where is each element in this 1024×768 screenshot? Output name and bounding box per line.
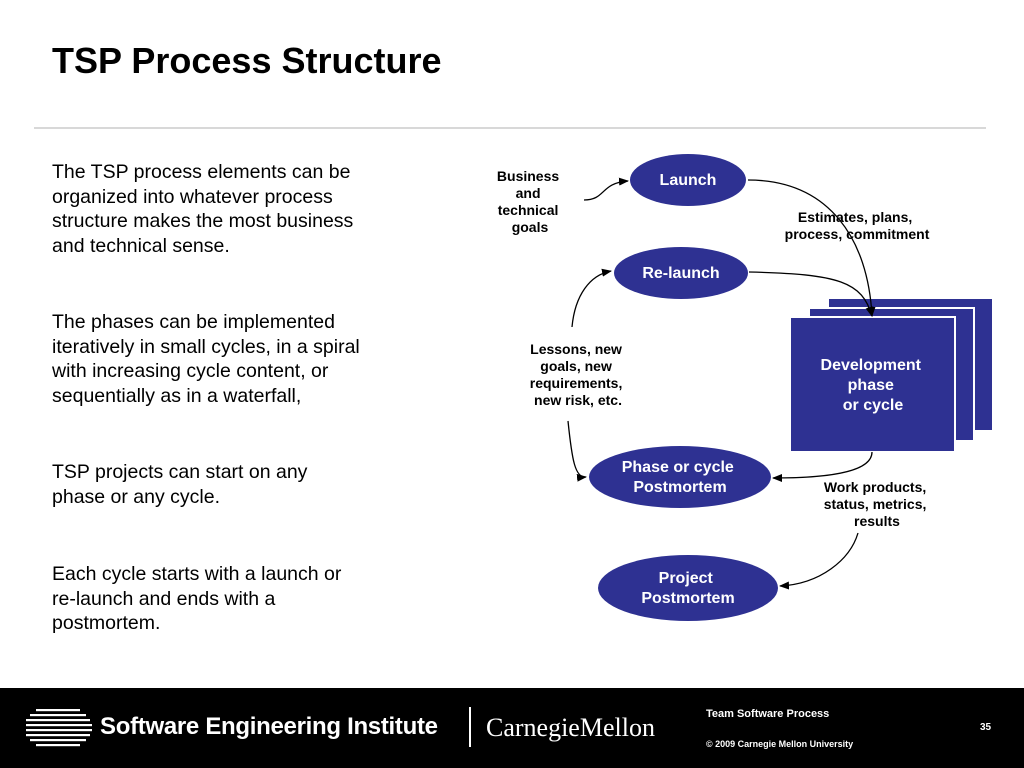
institute-name: Software Engineering Institute: [100, 713, 438, 740]
lessons-text: Lessons, new goals, new requirements, ne…: [530, 341, 626, 408]
page-number: 35: [980, 722, 992, 733]
relaunch-label: Re-launch: [642, 265, 719, 282]
footer-bar: [0, 688, 1024, 768]
project-postmortem-label-line2: Postmortem: [641, 590, 734, 607]
title-divider: [34, 127, 986, 129]
arrow-launch-to-development: [747, 179, 876, 317]
paragraph-start: TSP projects can start on any phase or a…: [52, 461, 308, 508]
process-diagram: Development phase or cycle Launch Re-lau…: [497, 154, 994, 621]
work-products-text: Work products, status, metrics, results: [824, 479, 931, 529]
estimates-text: Estimates, plans, process, commitment: [785, 209, 930, 242]
paragraph-cycle: Each cycle starts with a launch or re-la…: [52, 563, 342, 634]
copyright-text: © 2009 Carnegie Mellon University: [706, 739, 854, 749]
arrow-relaunch-to-development: [748, 271, 874, 317]
project-postmortem-label-line1: Project: [659, 570, 714, 587]
university-wordmark: CarnegieMellon: [486, 713, 655, 742]
development-label-line1: Development: [821, 357, 922, 374]
svg-text:Development phase: Development phase or cycle: [821, 357, 926, 414]
paragraph-phases: The phases can be implemented iterativel…: [52, 311, 360, 407]
svg-text:Project Postmortem: Project Postmortem: [641, 570, 734, 607]
phase-postmortem-label-line1: Phase or cycle: [622, 459, 734, 476]
paragraph-structure: The TSP process elements can be organize…: [52, 161, 354, 257]
launch-label: Launch: [660, 172, 717, 189]
slide-title: TSP Process Structure: [52, 40, 442, 81]
development-label-line2: phase: [848, 377, 894, 394]
arrow-phase-postmortem-loop: [567, 420, 587, 482]
relaunch-oval: Re-launch: [614, 247, 748, 299]
project-postmortem-oval: Project Postmortem: [598, 555, 778, 621]
sei-logo-icon: [26, 709, 92, 747]
arrow-to-project-postmortem: [779, 532, 859, 590]
business-goals-text: Business and technical goals: [497, 168, 563, 235]
launch-oval: Launch: [630, 154, 746, 206]
arrow-development-to-phase-postmortem: [772, 451, 873, 482]
arrow-loop-to-relaunch: [571, 268, 612, 328]
svg-text:Phase or cycle Postmorte: Phase or cycle Postmortem: [622, 459, 739, 496]
development-label-line3: or cycle: [843, 397, 904, 414]
arrow-goals-to-launch: [583, 177, 629, 201]
phase-postmortem-label-line2: Postmortem: [633, 479, 726, 496]
phase-postmortem-oval: Phase or cycle Postmortem: [589, 446, 771, 508]
footer-divider: [469, 707, 471, 747]
development-box: Development phase or cycle: [789, 297, 994, 453]
course-name: Team Software Process: [706, 708, 830, 720]
